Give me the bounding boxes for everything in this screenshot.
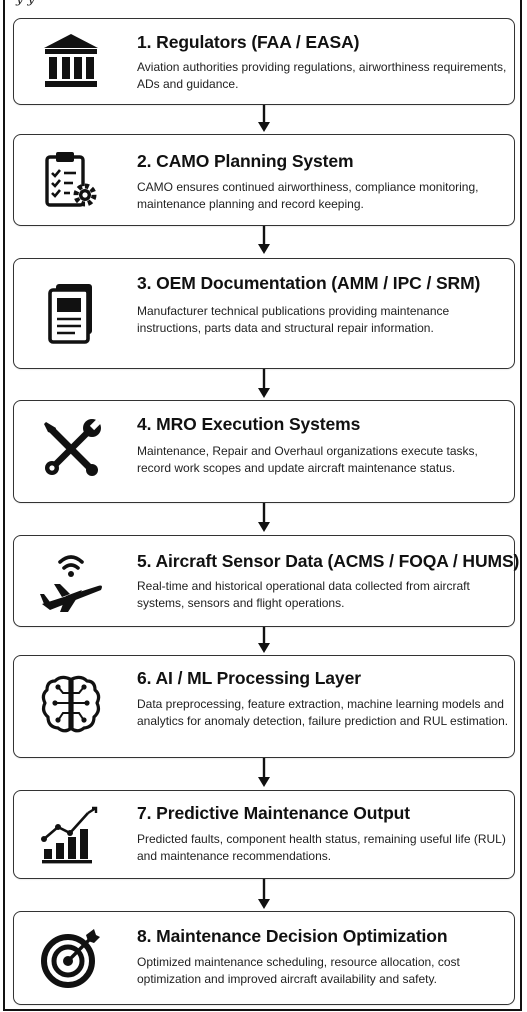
step-description: Optimized maintenance scheduling, resour…: [137, 955, 460, 986]
step-description: Manufacturer technical publications prov…: [137, 304, 450, 335]
cropped-header-text: y y: [16, 0, 35, 7]
down-arrow-icon: [258, 879, 270, 909]
down-arrow-icon: [258, 105, 270, 132]
step-1-box: 1. Regulators (FAA / EASA) Aviation auth…: [13, 18, 515, 105]
step-title: 8. Maintenance Decision Optimization: [137, 926, 448, 946]
step-6-box: 6. AI / ML Processing Layer Data preproc…: [13, 655, 515, 758]
brain-circuit-icon: [36, 668, 106, 740]
document-manual-icon: [36, 277, 106, 349]
clipboard-checklist-gear-icon: [36, 145, 106, 215]
step-4-box: 4. MRO Execution Systems Maintenance, Re…: [13, 400, 515, 503]
step-8-box: 8. Maintenance Decision Optimization Opt…: [13, 911, 515, 1005]
down-arrow-icon: [258, 369, 270, 398]
step-7-box: 7. Predictive Maintenance Output Predict…: [13, 790, 515, 879]
step-title: 4. MRO Execution Systems: [137, 414, 361, 434]
down-arrow-icon: [258, 758, 270, 787]
target-arrow-icon: [36, 920, 106, 996]
step-title: 1. Regulators (FAA / EASA): [137, 32, 360, 52]
step-description: Real-time and historical operational dat…: [137, 579, 470, 610]
step-title: 5. Aircraft Sensor Data (ACMS / FOQA / H…: [137, 551, 520, 571]
step-5-box: 5. Aircraft Sensor Data (ACMS / FOQA / H…: [13, 535, 519, 627]
wrench-screwdriver-icon: [36, 413, 106, 485]
down-arrow-icon: [258, 226, 270, 254]
step-description: Data preprocessing, feature extraction, …: [137, 697, 509, 728]
step-description: Aviation authorities providing regulatio…: [137, 60, 507, 91]
step-title: 7. Predictive Maintenance Output: [137, 803, 410, 823]
step-title: 3. OEM Documentation (AMM / IPC / SRM): [137, 273, 481, 293]
step-title: 2. CAMO Planning System: [137, 151, 354, 171]
step-description: Maintenance, Repair and Overhaul organiz…: [137, 444, 478, 475]
step-description: CAMO ensures continued airworthiness, co…: [137, 180, 479, 211]
rising-bar-chart-icon: [36, 799, 106, 871]
building-columns-icon: [36, 29, 106, 93]
down-arrow-icon: [258, 503, 270, 532]
down-arrow-icon: [258, 627, 270, 653]
diagram-frame: [3, 0, 522, 1011]
step-description: Predicted faults, component health statu…: [137, 832, 506, 863]
airplane-wifi-icon: [36, 542, 106, 622]
step-3-box: 3. OEM Documentation (AMM / IPC / SRM) M…: [13, 258, 515, 369]
step-2-box: 2. CAMO Planning System CAMO ensures con…: [13, 134, 515, 226]
step-title: 6. AI / ML Processing Layer: [137, 668, 361, 688]
